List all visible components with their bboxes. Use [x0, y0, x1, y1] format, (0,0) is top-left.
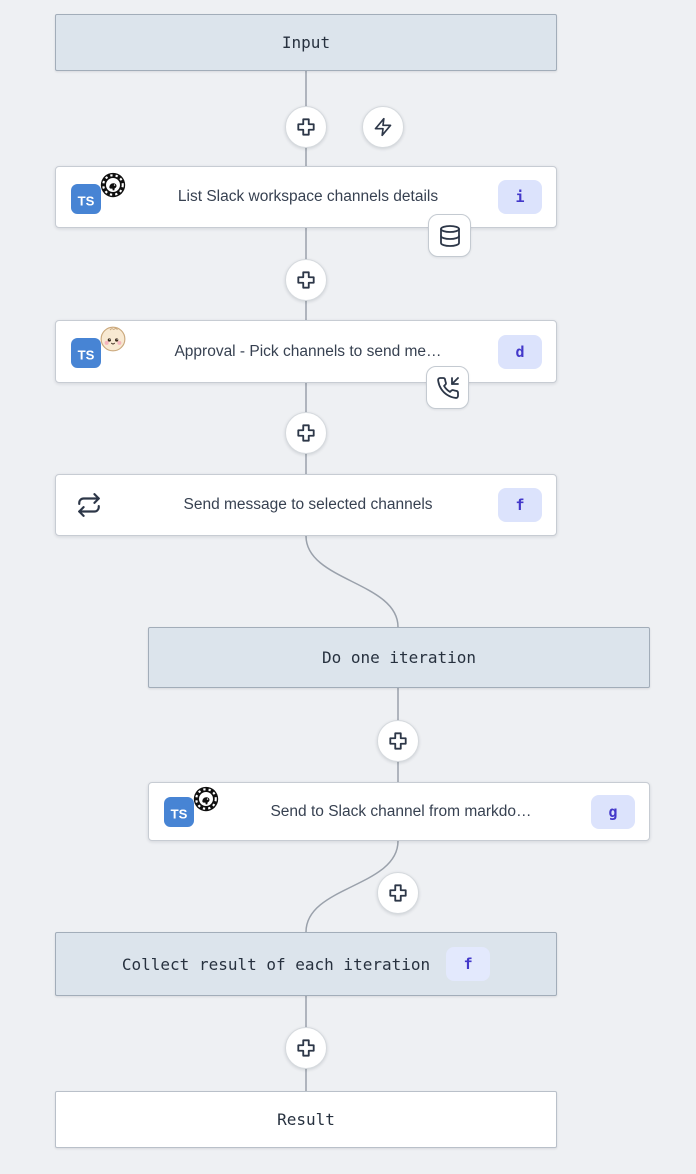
flow-input-node[interactable]: Input [55, 14, 557, 71]
flow-result-label: Result [277, 1110, 335, 1129]
plus-icon [295, 422, 317, 444]
deno-logo-icon [100, 172, 126, 198]
plus-icon [387, 730, 409, 752]
typescript-icon: TS [164, 797, 194, 827]
trigger-button[interactable] [362, 106, 404, 148]
suspend-approval-indicator-button[interactable] [426, 366, 469, 409]
flow-result-node[interactable]: Result [55, 1091, 557, 1148]
typescript-icon: TS [71, 338, 101, 368]
svg-text:TS: TS [78, 348, 95, 363]
module-node-list-slack-channels[interactable]: TS List Slack workspace channels details… [55, 166, 557, 228]
insert-step-button[interactable] [377, 720, 419, 762]
module-language-icon-cluster: TS [163, 783, 219, 840]
module-id-badge: f [446, 947, 491, 981]
module-language-icon-cluster: TS [70, 321, 126, 382]
svg-text:TS: TS [78, 194, 95, 209]
iteration-header-label: Do one iteration [321, 648, 477, 667]
insert-step-button[interactable] [285, 259, 327, 301]
plus-icon [387, 882, 409, 904]
module-language-icon-cluster: TS [70, 167, 126, 227]
insert-step-button[interactable] [285, 106, 327, 148]
plus-icon [295, 116, 317, 138]
insert-step-button[interactable] [285, 412, 327, 454]
module-id-badge: i [498, 180, 542, 214]
typescript-icon: TS [71, 184, 101, 214]
insert-step-button[interactable] [285, 1027, 327, 1069]
module-node-forloop-send-message[interactable]: Send message to selected channels f [55, 474, 557, 536]
module-title: List Slack workspace channels details [177, 188, 439, 205]
phone-incoming-approval-icon [436, 376, 460, 400]
module-id-badge: f [498, 488, 542, 522]
flow-input-label: Input [281, 33, 331, 52]
iteration-header-node[interactable]: Do one iteration [148, 627, 650, 688]
bun-logo-icon [100, 326, 126, 352]
module-title: Approval - Pick channels to send me… [174, 342, 442, 360]
module-title: Send to Slack channel from markdo… [270, 802, 532, 820]
collect-result-node[interactable]: Collect result of each iteration f [55, 932, 557, 996]
database-cache-icon [438, 224, 462, 248]
module-title: Send message to selected channels [183, 496, 433, 513]
plus-icon [295, 269, 317, 291]
module-id-badge: g [591, 794, 635, 829]
collect-result-label: Collect result of each iteration [121, 954, 431, 974]
insert-step-button[interactable] [377, 872, 419, 914]
module-node-send-to-slack-channel[interactable]: TS Send to Slack channel from markdo… g [148, 782, 650, 841]
zap-icon [373, 117, 393, 137]
module-id-badge: d [498, 334, 542, 369]
cache-indicator-button[interactable] [428, 214, 471, 257]
plus-icon [295, 1037, 317, 1059]
deno-logo-icon [193, 786, 219, 812]
forloop-repeat-icon [76, 492, 102, 518]
module-node-approval-pick-channels[interactable]: TS Approval - Pick channels to send me… [55, 320, 557, 383]
svg-text:TS: TS [171, 807, 188, 822]
